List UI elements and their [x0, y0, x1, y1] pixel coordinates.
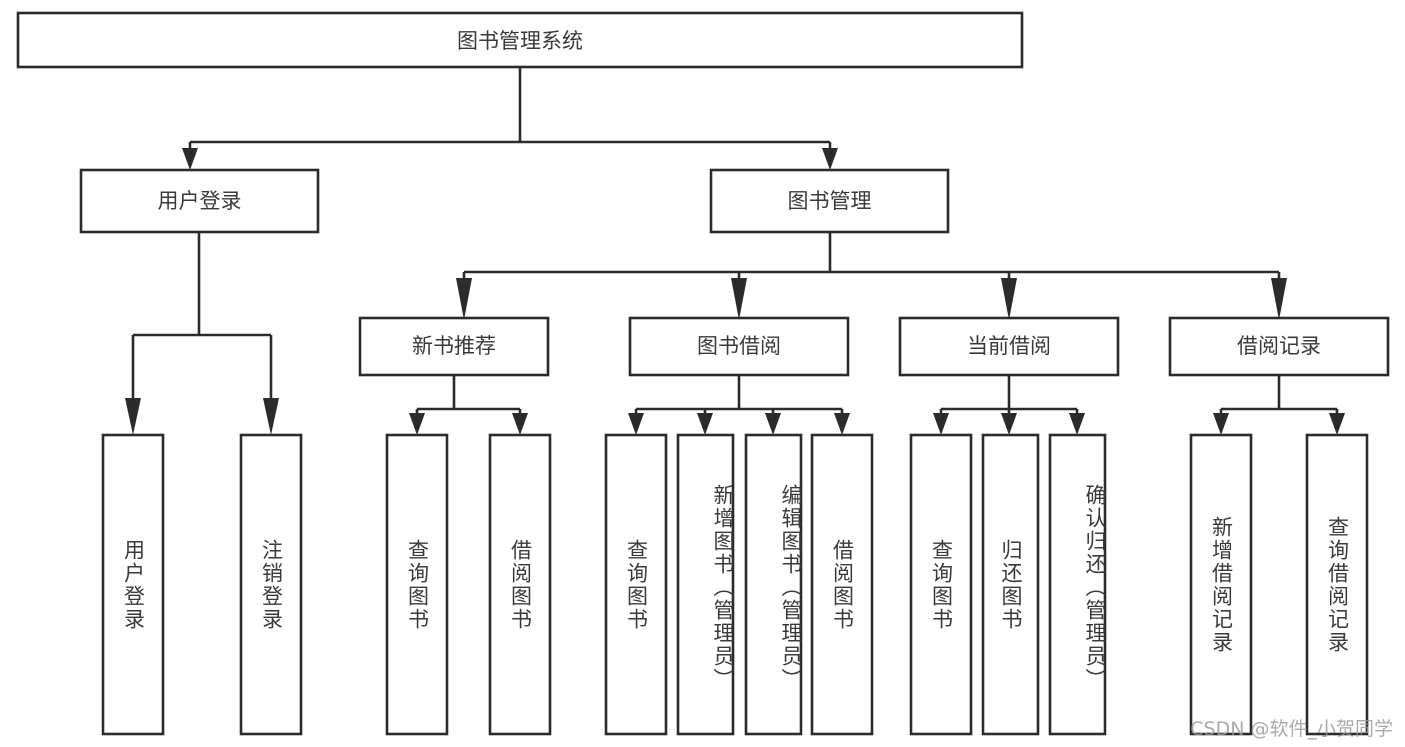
leaf-book-borrow-4-box[interactable] — [810, 433, 874, 736]
arrow-currentborrow-leaf-3 — [1069, 413, 1085, 435]
node-new-book-recommend-box[interactable] — [358, 316, 550, 377]
arrow-newbook-leaf-1 — [409, 413, 425, 435]
leaf-borrow-record-1-box[interactable] — [1189, 433, 1253, 736]
arrow-to-new-book-recommend — [456, 278, 472, 320]
arrow-bookborrow-leaf-1 — [628, 413, 644, 435]
node-root-label: 图书管理系统 — [457, 29, 583, 53]
leaf-current-borrow-2-box[interactable] — [981, 433, 1040, 736]
arrow-bookborrow-leaf-3 — [765, 413, 781, 435]
node-box-layer: 图书管理系统 用户登录 图书管理 新书推荐 图书借阅 当前借阅 借阅记录 — [16, 11, 1390, 736]
node-current-borrow-label: 当前借阅 — [967, 334, 1051, 358]
leaf-current-borrow-3-box[interactable] — [1048, 433, 1107, 736]
node-borrow-record-label: 借阅记录 — [1237, 334, 1321, 358]
node-book-borrow-label: 图书借阅 — [697, 334, 781, 358]
arrow-root-to-bookmgmt — [822, 148, 838, 170]
arrow-root-to-userlogin — [182, 148, 198, 170]
arrow-bookborrow-leaf-4 — [834, 413, 850, 435]
leaf-new-book-2-box[interactable] — [488, 433, 552, 736]
leaf-new-book-1-box[interactable] — [385, 433, 449, 736]
arrow-currentborrow-leaf-2 — [1001, 413, 1017, 435]
node-book-management-box[interactable] — [709, 168, 950, 234]
arrow-newbook-leaf-2 — [512, 413, 528, 435]
connector-layer — [125, 67, 1345, 435]
node-current-borrow-box[interactable] — [898, 316, 1120, 377]
leaf-borrow-record-2-box[interactable] — [1305, 433, 1369, 736]
arrow-bookborrow-leaf-2 — [697, 413, 713, 435]
arrow-to-current-borrow — [1001, 278, 1017, 320]
leaf-user-login-2-box[interactable] — [239, 433, 303, 736]
node-new-book-recommend-label: 新书推荐 — [412, 334, 496, 358]
arrow-to-borrow-record — [1271, 278, 1287, 320]
arrow-userlogin-leaf-1 — [125, 398, 141, 435]
node-borrow-record-box[interactable] — [1168, 316, 1390, 377]
leaf-book-borrow-1-box[interactable] — [604, 433, 668, 736]
csdn-watermark: CSDN @软件_小贺同学 — [1190, 718, 1393, 740]
leaf-current-borrow-1-box[interactable] — [909, 433, 973, 736]
node-root-box[interactable] — [16, 11, 1024, 69]
node-book-management-label: 图书管理 — [788, 189, 872, 213]
leaf-book-borrow-2-box[interactable] — [676, 433, 735, 736]
arrow-borrowrecord-leaf-2 — [1329, 413, 1345, 435]
leaf-user-login-1-box[interactable] — [101, 433, 165, 736]
arrow-currentborrow-leaf-1 — [933, 413, 949, 435]
arrow-borrowrecord-leaf-1 — [1213, 413, 1229, 435]
node-user-login-label: 用户登录 — [158, 189, 242, 213]
node-user-login-box[interactable] — [79, 168, 320, 234]
arrow-to-book-borrow — [731, 278, 747, 320]
node-book-borrow-box[interactable] — [628, 316, 850, 377]
leaf-book-borrow-3-box[interactable] — [744, 433, 803, 736]
arrow-userlogin-leaf-2 — [263, 398, 279, 435]
